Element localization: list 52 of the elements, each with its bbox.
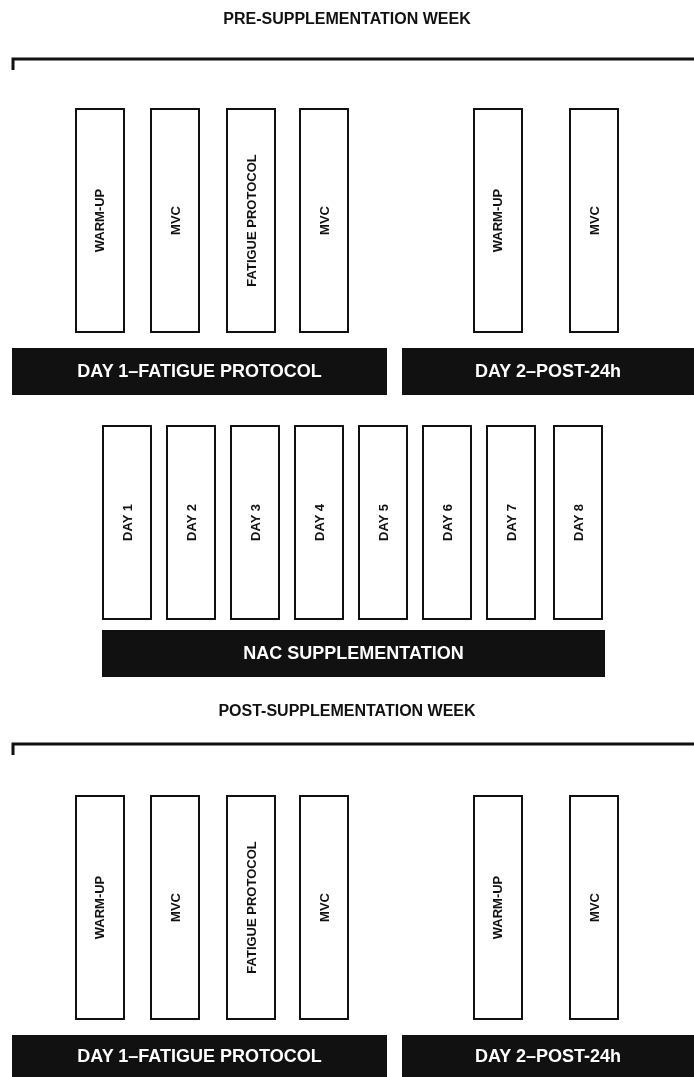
bar-label: NAC SUPPLEMENTATION — [243, 643, 464, 664]
bar-label: DAY 1–FATIGUE PROTOCOL — [77, 1045, 322, 1067]
step-label: WARM-UP — [92, 875, 108, 940]
step-box — [75, 108, 125, 333]
phase-bar — [12, 1035, 387, 1077]
step-box — [150, 795, 200, 1020]
step-box — [553, 425, 603, 620]
bar-label: DAY 1–FATIGUE PROTOCOL — [77, 361, 322, 382]
step-label: WARM-UP — [490, 188, 506, 253]
step-box — [569, 795, 619, 1020]
bar-label: DAY 2–POST-24h — [474, 1045, 622, 1067]
step-box — [294, 425, 344, 620]
step-label: MVC — [167, 206, 183, 235]
step-label: DAY 6 — [439, 504, 455, 541]
step-label: DAY 8 — [570, 504, 586, 541]
step-box — [102, 425, 152, 620]
step-box — [226, 795, 276, 1020]
step-box — [226, 108, 276, 333]
step-box — [299, 795, 349, 1020]
step-label: MVC — [167, 893, 183, 922]
step-label: DAY 7 — [503, 504, 519, 541]
step-label: DAY 1 — [119, 504, 135, 541]
step-box — [75, 795, 125, 1020]
step-label: MVC — [586, 206, 602, 235]
step-box — [166, 425, 216, 620]
section-heading: PRE-SUPPLEMENTATION WEEK — [222, 10, 472, 28]
bar-label: DAY 2–POST-24h — [474, 361, 622, 382]
step-label: FATIGUE PROTOCOL — [243, 154, 259, 287]
step-box — [230, 425, 280, 620]
step-label: DAY 3 — [247, 504, 263, 541]
step-label: MVC — [316, 893, 332, 922]
step-label: DAY 5 — [375, 504, 391, 541]
step-box — [422, 425, 472, 620]
step-label: MVC — [316, 206, 332, 235]
step-label: FATIGUE PROTOCOL — [243, 841, 259, 974]
section-heading: POST-SUPPLEMENTATION WEEK — [217, 702, 477, 720]
phase-bar — [12, 348, 387, 395]
step-box — [358, 425, 408, 620]
step-box — [569, 108, 619, 333]
step-box — [473, 108, 523, 333]
step-box — [299, 108, 349, 333]
step-box — [150, 108, 200, 333]
step-label: WARM-UP — [490, 875, 506, 940]
phase-bar — [402, 1035, 694, 1077]
step-box — [486, 425, 536, 620]
step-label: MVC — [586, 893, 602, 922]
phase-bar — [402, 348, 694, 395]
step-label: DAY 2 — [183, 504, 199, 541]
phase-bar — [102, 630, 605, 677]
step-label: WARM-UP — [92, 188, 108, 253]
step-label: DAY 4 — [311, 504, 327, 541]
step-box — [473, 795, 523, 1020]
